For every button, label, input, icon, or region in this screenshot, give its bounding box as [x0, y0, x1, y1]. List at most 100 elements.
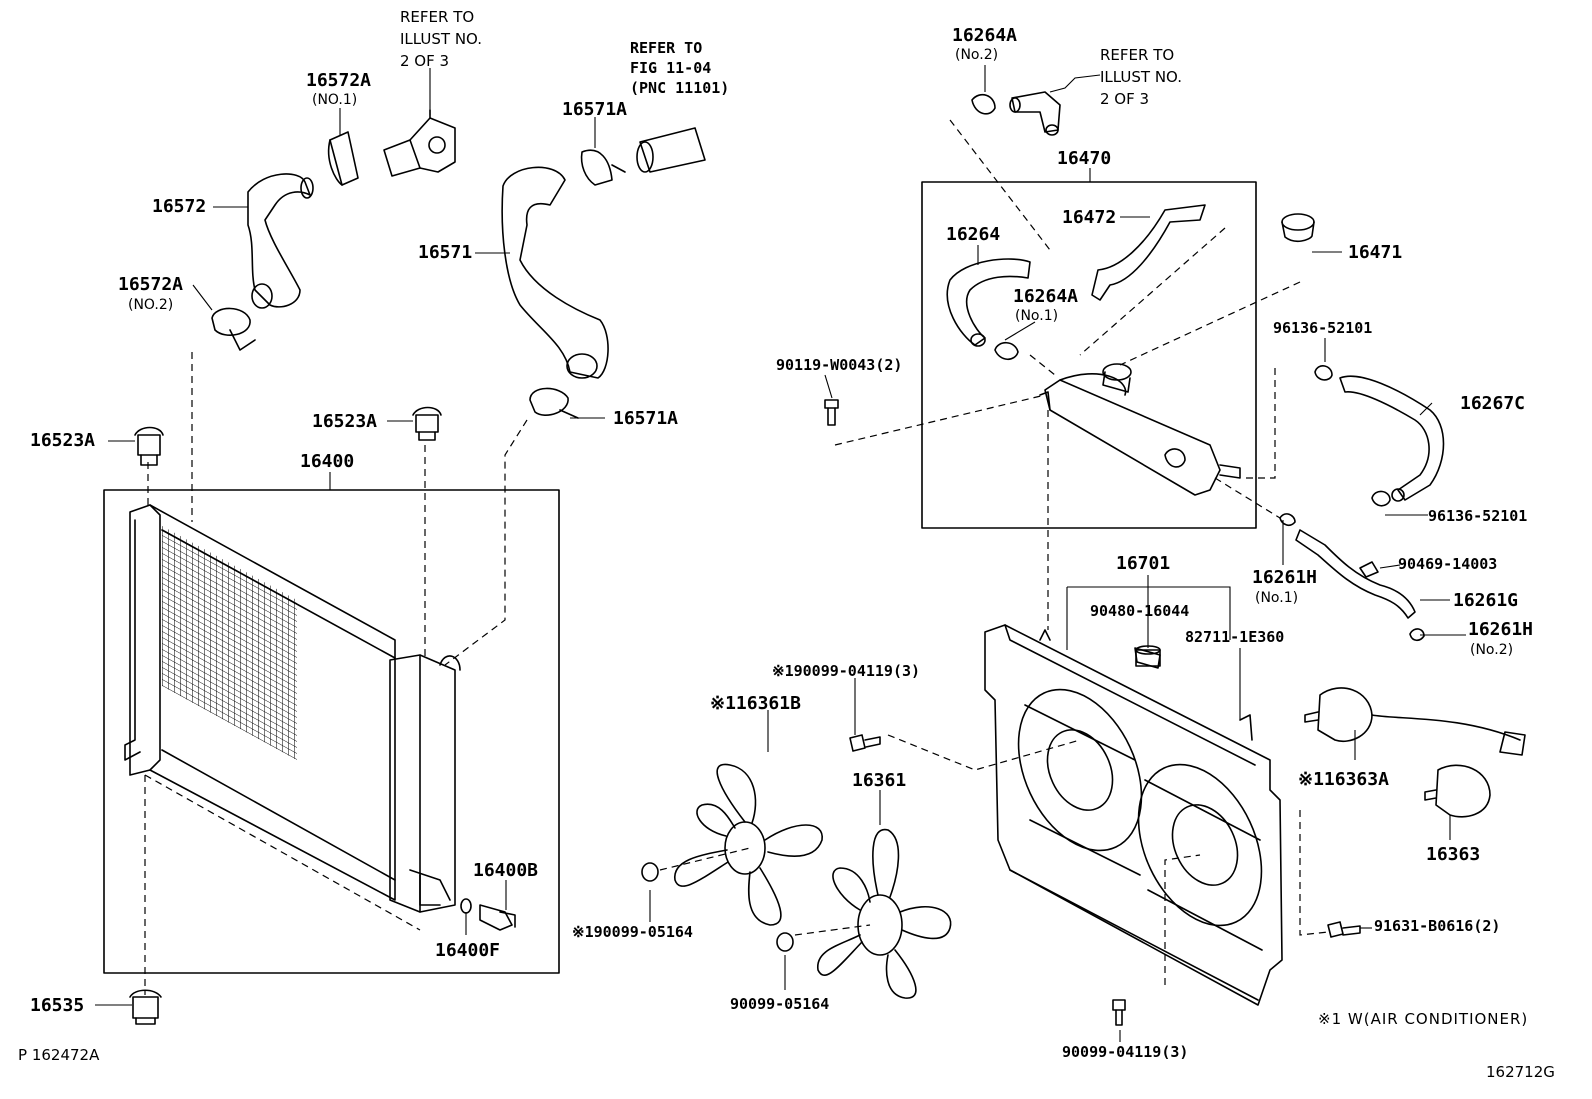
- label-82711[interactable]: 82711-1E360: [1185, 628, 1285, 646]
- radiator-assembly-box: [103, 489, 560, 974]
- bolt-90119: [824, 399, 839, 426]
- label-16571A-top[interactable]: 16571A: [562, 99, 628, 120]
- refer-fig: REFER TO FIG 11-04 (PNC 11101): [630, 38, 729, 98]
- fan-shroud-16701: [984, 624, 1283, 1006]
- refer-line: 2 OF 3: [400, 52, 450, 70]
- label-96136-top[interactable]: 96136-52101: [1273, 319, 1373, 337]
- hose-16261G: [1295, 529, 1416, 619]
- clamp-16264A-no1: [994, 341, 1019, 361]
- label-16264A-mid[interactable]: 16264A: [1013, 286, 1079, 307]
- pipe-right-illust: [1009, 91, 1061, 136]
- label-16701[interactable]: 16701: [1116, 553, 1171, 574]
- motor-16363: [1424, 764, 1491, 818]
- bolt-91631: [1327, 921, 1361, 938]
- label-190099-04119[interactable]: ※190099-04119(3): [772, 662, 921, 680]
- clamp-16572A-no2: [211, 307, 256, 351]
- label-16571[interactable]: 16571: [418, 242, 473, 263]
- label-16264A-mid-sub: (No.1): [1015, 308, 1059, 324]
- label-96136-bottom[interactable]: 96136-52101: [1428, 507, 1528, 525]
- label-16261H-no1[interactable]: 16261H: [1252, 567, 1318, 588]
- clamp-16264A-no2: [971, 93, 996, 115]
- bolt-190099-04119: [849, 734, 881, 752]
- clamp-16572A-no1: [327, 131, 359, 186]
- inlet-pipe-11101: [636, 127, 706, 173]
- label-16400B[interactable]: 16400B: [473, 860, 539, 881]
- refer-line: REFER TO: [630, 39, 703, 57]
- label-16361[interactable]: 16361: [852, 770, 907, 791]
- label-16267C[interactable]: 16267C: [1460, 393, 1526, 414]
- refer-line: REFER TO: [1100, 46, 1175, 64]
- refer-line: FIG 11-04: [630, 59, 712, 77]
- sensor-16400B: [460, 898, 516, 931]
- label-16471[interactable]: 16471: [1348, 242, 1403, 263]
- label-16261H-no1-sub: (No.1): [1255, 590, 1299, 606]
- refer-illust-left: REFER TO ILLUST NO. 2 OF 3: [400, 6, 482, 72]
- refer-line: ILLUST NO.: [1100, 68, 1183, 86]
- label-16264[interactable]: 16264: [946, 224, 1001, 245]
- reservoir-assembly-box: [921, 181, 1257, 529]
- clip-96136-top: [1314, 365, 1333, 381]
- hose-16571: [501, 166, 609, 379]
- cap-16471: [1281, 213, 1315, 243]
- label-16261H-no2[interactable]: 16261H: [1468, 619, 1534, 640]
- label-90099-04119[interactable]: 90099-04119(3): [1062, 1043, 1189, 1061]
- label-16400F[interactable]: 16400F: [435, 940, 501, 961]
- hose-16472: [1091, 204, 1206, 301]
- label-16363A[interactable]: ※116363A: [1298, 769, 1389, 790]
- label-16470[interactable]: 16470: [1057, 148, 1112, 169]
- bolt-90099-04119: [1112, 999, 1126, 1026]
- drain-cock-16523A-left: [134, 426, 164, 466]
- refer-illust-right: REFER TO ILLUST NO. 2 OF 3: [1100, 44, 1182, 110]
- drain-plug-16535: [129, 989, 162, 1025]
- refer-line: (PNC 11101): [630, 79, 730, 97]
- reservoir-tank-16470: [1039, 363, 1241, 496]
- illustration-code-right: 162712G: [1486, 1063, 1555, 1081]
- nut-190099-05164: [641, 862, 659, 882]
- clamp-16571A-top: [580, 149, 626, 186]
- label-16572[interactable]: 16572: [152, 196, 207, 217]
- label-16572A-top-sub: (NO.1): [312, 92, 358, 108]
- label-190099-05164[interactable]: ※190099-05164: [572, 923, 693, 941]
- label-16363[interactable]: 16363: [1426, 844, 1481, 865]
- fan-16361: [817, 828, 952, 999]
- hose-16264: [946, 258, 1031, 347]
- radiator: [124, 504, 461, 913]
- label-16261H-no2-sub: (No.2): [1470, 642, 1514, 658]
- nut-90099-05164: [776, 932, 794, 952]
- fan-16361B: [674, 763, 823, 926]
- label-91631[interactable]: 91631-B0616(2): [1374, 917, 1501, 935]
- label-16261G[interactable]: 16261G: [1453, 590, 1519, 611]
- clamp-16261H-no2: [1409, 628, 1425, 642]
- label-16572A-bottom[interactable]: 16572A: [118, 274, 184, 295]
- footnote-air-conditioner: ※1 W(AIR CONDITIONER): [1318, 1010, 1529, 1028]
- label-16523A-right[interactable]: 16523A: [312, 411, 378, 432]
- label-16572A-top[interactable]: 16572A: [306, 70, 372, 91]
- illustration-code-left: P 162472A: [18, 1046, 100, 1064]
- label-16472[interactable]: 16472: [1062, 207, 1117, 228]
- clip-96136-bottom: [1371, 490, 1391, 507]
- clamp-16571A-bottom: [529, 387, 579, 419]
- label-16572A-bottom-sub: (NO.2): [128, 297, 174, 313]
- label-16535[interactable]: 16535: [30, 995, 85, 1016]
- refer-line: REFER TO: [400, 8, 475, 26]
- label-90099-05164[interactable]: 90099-05164: [730, 995, 830, 1013]
- clamp-16261H-no1: [1279, 513, 1296, 527]
- label-16400[interactable]: 16400: [300, 451, 355, 472]
- label-90480[interactable]: 90480-16044: [1090, 602, 1190, 620]
- label-16264A-top[interactable]: 16264A: [952, 25, 1018, 46]
- refer-line: ILLUST NO.: [400, 30, 483, 48]
- water-inlet: [383, 109, 456, 177]
- hose-16267C: [1339, 375, 1445, 502]
- label-16571A-bottom[interactable]: 16571A: [613, 408, 679, 429]
- label-90469[interactable]: 90469-14003: [1398, 555, 1498, 573]
- label-90119[interactable]: 90119-W0043(2): [776, 356, 903, 374]
- motor-16363A: [1304, 687, 1526, 756]
- label-16523A-left[interactable]: 16523A: [30, 430, 96, 451]
- hose-16572: [247, 173, 314, 309]
- label-16264A-top-sub: (No.2): [955, 47, 999, 63]
- refer-line: 2 OF 3: [1100, 90, 1150, 108]
- drain-cock-16523A-right: [412, 406, 442, 441]
- clip-90469: [1359, 561, 1379, 578]
- label-16361B[interactable]: ※116361B: [710, 693, 801, 714]
